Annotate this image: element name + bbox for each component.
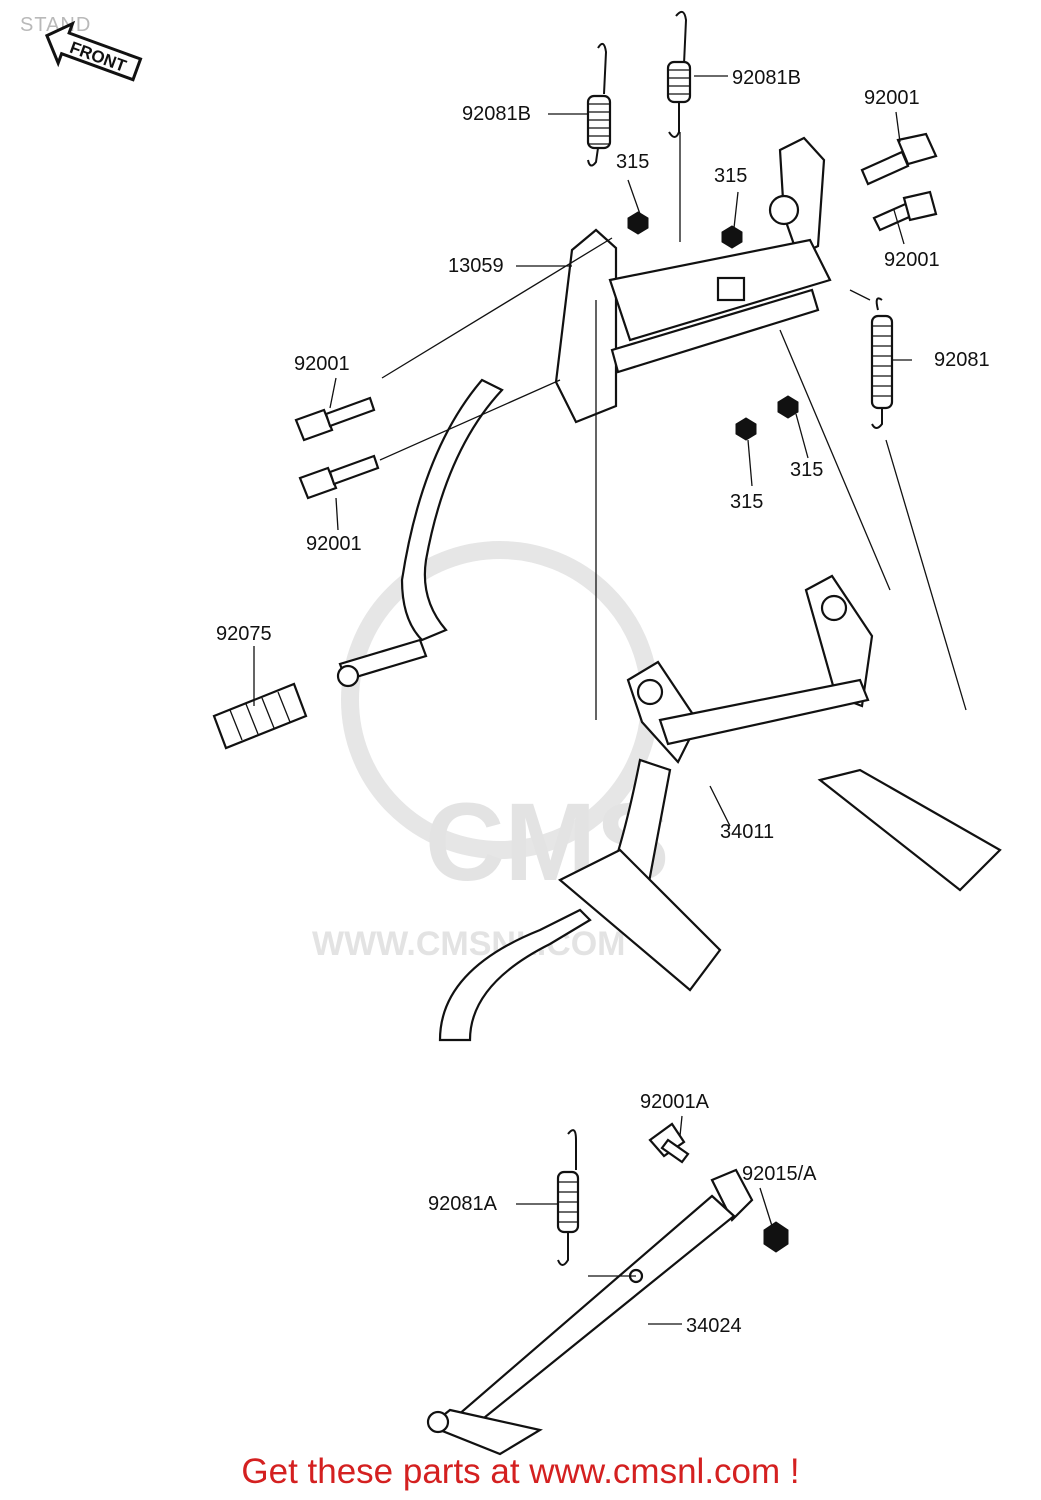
label-315-c: 315 [730,491,763,513]
bracket-13059 [554,136,832,424]
label-92081b-left: 92081B [462,103,531,125]
front-arrow-icon: FRONT [44,20,143,82]
label-92001-left-2: 92001 [306,533,362,555]
nut-315-icons [627,211,799,441]
footer-promo-text[interactable]: Get these parts at www.cmsnl.com ! [241,1452,800,1491]
label-315-d: 315 [790,459,823,481]
label-13059: 13059 [448,255,504,277]
rubber-92075 [212,664,360,750]
label-315-b: 315 [714,165,747,187]
bolt-92001a [648,1122,690,1164]
watermark-url-text: WWW.CMSNL.COM [312,925,626,963]
label-34011: 34011 [720,821,774,843]
part-labels: 92081B 92081B 92001 92001 315 315 315 31… [216,67,990,1337]
main-stand-34011 [438,574,1002,1042]
bolt-92001-upper-right [860,132,938,232]
main-stand-lever [338,378,504,682]
label-92001a: 92001A [640,1091,710,1113]
page-title: STAND [20,14,92,36]
label-92001-left-1: 92001 [294,353,350,375]
label-92001-top-2: 92001 [884,249,940,271]
label-92015a: 92015/A [742,1163,817,1185]
label-34024: 34024 [686,1315,742,1337]
label-92081: 92081 [934,349,990,371]
spring-92081a [556,1129,580,1266]
spring-92081 [870,297,894,429]
label-92075: 92075 [216,623,272,645]
label-92001-top-1: 92001 [864,87,920,109]
nut-92015a [763,1221,789,1253]
bolt-92001-left [294,396,380,500]
label-92081b-right: 92081B [732,67,801,89]
spring-92081b-left [586,42,612,167]
spring-92081b-right [666,10,692,138]
leader-lines [253,75,967,1325]
label-92081a: 92081A [428,1193,498,1215]
label-315-a: 315 [616,151,649,173]
side-stand-34024 [426,1168,754,1456]
